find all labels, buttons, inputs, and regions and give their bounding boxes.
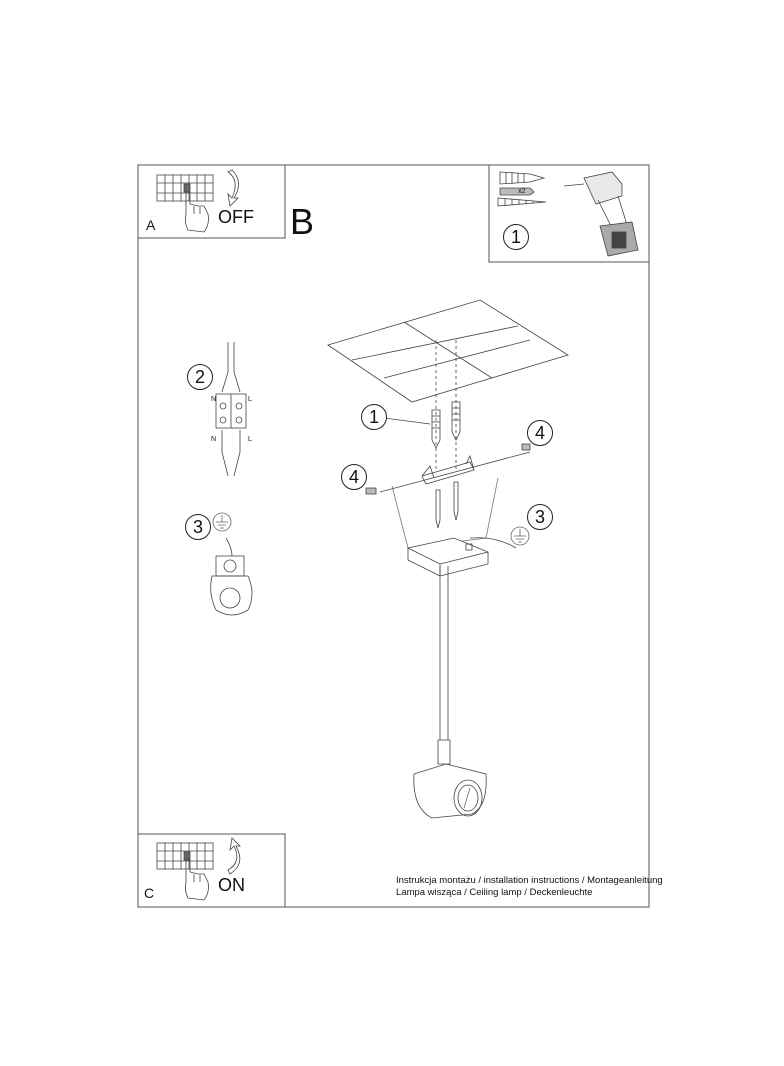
panel-c-label: C (144, 885, 155, 901)
mounting-bracket-icon (379, 451, 531, 493)
ceiling-icon (327, 299, 569, 470)
wire-label-n-bottom: N (211, 436, 217, 443)
drill-icon (563, 171, 639, 257)
ground-terminal-icon (210, 537, 253, 616)
switch-on-label: ON (218, 875, 245, 895)
hand-c-icon (184, 859, 209, 901)
step-tools-callout: 1 (503, 224, 529, 250)
step-wiring-callout: 2 (187, 364, 213, 390)
ground-symbol-left-icon (212, 512, 232, 532)
screw-icon (497, 197, 547, 207)
wall-dowels-icon (431, 401, 461, 449)
step-ground-callout: 3 (185, 514, 211, 540)
canopy-icon (391, 477, 499, 577)
step-dowel-callout: 1 (361, 404, 387, 430)
dowel-icon (499, 171, 546, 196)
bracket-screw-left-icon (365, 487, 377, 495)
ground-symbol-right-icon (510, 526, 530, 546)
wire-connector-icon (215, 342, 247, 477)
bracket-screw-right-icon (521, 443, 531, 451)
spotlight-icon (413, 763, 487, 819)
breaker-panel-c-icon (156, 842, 214, 870)
arrow-down-icon (227, 169, 239, 207)
wire-label-n-top: N (211, 396, 217, 403)
panel-c-box (137, 833, 286, 908)
arrow-up-icon (227, 837, 241, 875)
step-screw-right-callout: 4 (527, 420, 553, 446)
pendant-rod-icon (437, 566, 451, 765)
hand-a-icon (184, 191, 209, 233)
wire-label-l-bottom: L (248, 436, 252, 443)
dowel-leader (383, 417, 431, 425)
step-screw-left-callout: 4 (341, 464, 367, 490)
ground-wire (469, 537, 517, 549)
step-ground-main-callout: 3 (527, 504, 553, 530)
footer-line-1: Instrukcja montażu / installation instru… (396, 875, 663, 886)
fixing-screws-icon (435, 481, 459, 529)
wire-label-l-top: L (248, 396, 252, 403)
panel-a-box (137, 164, 286, 239)
switch-off-label: OFF (218, 207, 254, 227)
panel-b-label: B (290, 201, 315, 242)
footer-line-2: Lampa wisząca / Ceiling lamp / Deckenleu… (396, 887, 593, 898)
tools-box (488, 164, 650, 263)
breaker-panel-a-icon (156, 174, 214, 202)
quantity-label: x2 (518, 188, 526, 195)
panel-a-label: A (146, 217, 156, 233)
page-frame (137, 164, 650, 908)
